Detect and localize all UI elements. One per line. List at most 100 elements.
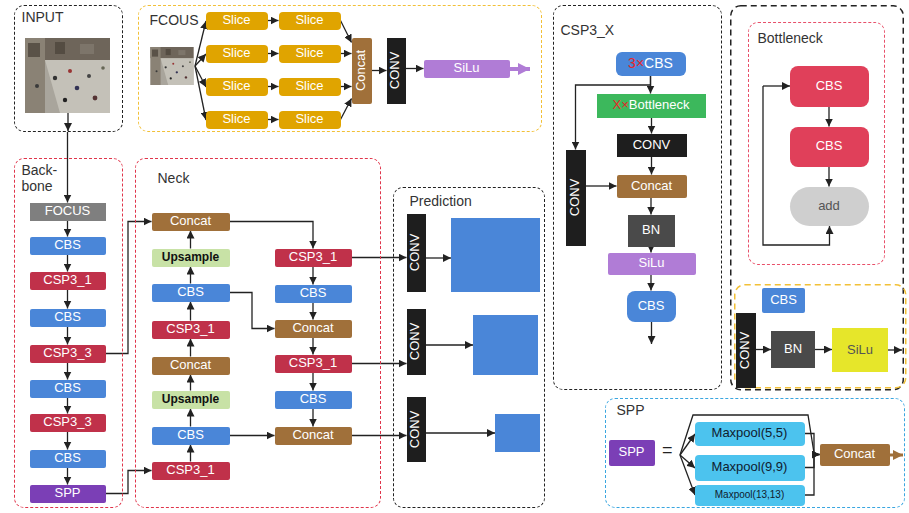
box-label: CBS <box>177 285 204 300</box>
box-label: BN <box>784 342 802 357</box>
box-label: SPP <box>618 445 644 460</box>
arrow-connector <box>230 293 275 329</box>
bottleneck-box: X×Bottleneck <box>597 94 706 118</box>
add-box: add <box>790 187 869 226</box>
arrow-connector <box>352 363 407 364</box>
box-label: CSP3_1 <box>166 322 214 337</box>
cbs-box: 3×CBS <box>616 52 686 76</box>
concat-box: Concat <box>352 38 372 104</box>
slice-box: Slice <box>279 12 341 30</box>
box-label: CONV <box>389 52 404 90</box>
box-label: Concat <box>292 321 333 336</box>
arrow-connector <box>67 468 68 485</box>
box-label: CBS <box>177 428 204 443</box>
arrow-connector <box>268 86 279 87</box>
box-label: Slice <box>222 79 250 94</box>
concat-box: Concat <box>152 213 230 231</box>
equals-sign: = <box>662 441 673 461</box>
box-label: Concat <box>354 50 369 91</box>
box-label: CBS <box>300 286 327 301</box>
maxpool-box: Maxpool(9,9) <box>695 455 805 481</box>
spp-box: SPP <box>609 440 655 466</box>
box-label: add <box>818 199 840 214</box>
panel-title: INPUT <box>22 9 64 25</box>
arrow-connector <box>230 222 314 249</box>
box-label: SiLu <box>453 61 479 76</box>
arrow-connector <box>190 302 191 321</box>
csp-panel: CSP3_X3×CBSX×BottleneckCONVConcatBNSiLuC… <box>553 5 722 390</box>
arrow-connector <box>312 338 313 355</box>
concat-box: Concat <box>820 444 890 466</box>
maxpool-box: Maxpool(5,5) <box>695 422 805 446</box>
arrow-connector <box>268 20 279 21</box>
cbs-box: CBS <box>30 380 106 398</box>
input-panel: INPUT <box>14 5 123 132</box>
upsample-box: Upsample <box>152 391 230 409</box>
panel-title: Back- bone <box>22 162 72 194</box>
csp-box: CSP3_3 <box>30 414 106 432</box>
box-label: CBS <box>770 293 797 308</box>
arrow-connector <box>190 375 191 391</box>
arrow-connector <box>312 409 313 427</box>
conv-box: CONV <box>407 214 426 292</box>
arrow-connector <box>651 157 652 175</box>
box-label: 3× <box>628 55 644 71</box>
conv-box: CONV <box>736 313 756 388</box>
box-label: Maxpool(13,13) <box>715 489 784 501</box>
arrow-connector <box>67 327 68 345</box>
arrow-connector <box>341 99 352 120</box>
panel-title: CSP3_X <box>561 22 615 38</box>
arrow-connector <box>828 167 829 187</box>
bottleneck-panel: BottleneckCBSCBSadd <box>748 22 885 265</box>
concat-box: Concat <box>617 175 687 198</box>
arrow-connector <box>651 118 652 134</box>
arrow-connector <box>312 373 313 391</box>
upsample-box: Upsample <box>152 249 230 267</box>
backbone-panel: Back- boneFOCUSCBSCSP3_1CBSCSP3_3CBSCSP3… <box>14 158 123 508</box>
arrow-connector <box>190 267 191 284</box>
panel-title: Bottleneck <box>758 30 823 46</box>
arrow-connector <box>106 471 152 494</box>
box-label: CONV <box>409 410 424 448</box>
arrow-connector <box>190 231 191 249</box>
arrow-connector <box>106 222 152 354</box>
arrow-connector <box>805 455 820 468</box>
arrow-connector <box>815 349 832 350</box>
arrow-connector <box>372 70 387 71</box>
arrow-connector <box>230 435 275 436</box>
arrow-connector <box>67 432 68 450</box>
arrow-connector <box>67 132 68 203</box>
arrow-connector <box>805 434 820 455</box>
arrow-connector <box>190 339 191 357</box>
maxpool-box: Maxpool(13,13) <box>695 485 805 506</box>
arrow-connector <box>586 185 617 186</box>
arrow-connector <box>67 221 68 237</box>
box-label: CONV <box>409 234 424 272</box>
arrow-connector <box>756 349 771 350</box>
box-label: CONV <box>568 179 583 217</box>
cbs-box: CBS <box>152 427 230 445</box>
panel-title: FCOUS <box>150 12 199 28</box>
cbs-box: CBS <box>275 285 352 303</box>
cbs-box: CBS <box>762 288 805 313</box>
neck-panel: NeckConcatUpsampleCBSCSP3_1ConcatUpsampl… <box>135 158 381 508</box>
cbs-box: CBS <box>30 237 106 255</box>
box-label: CSP3_1 <box>289 250 337 265</box>
arrow-connector <box>190 409 191 427</box>
box-label: CSP3_1 <box>43 273 91 288</box>
arrow-connector <box>406 68 424 69</box>
csp-box: CSP3_1 <box>275 355 352 373</box>
silu-box: SiLu <box>832 328 888 372</box>
box-label: Slice <box>295 79 323 94</box>
focus-box: FOCUS <box>30 203 106 221</box>
panel-title: SPP <box>617 402 645 418</box>
slice-box: Slice <box>206 12 268 30</box>
arrow-connector <box>650 247 651 253</box>
box-label: Maxpool(5,5) <box>712 426 788 441</box>
arrow-connector <box>650 275 651 291</box>
arrow-connector <box>341 86 352 87</box>
panel-title: Neck <box>158 170 190 186</box>
box-label: Upsample <box>162 393 219 407</box>
conv-box: CONV <box>407 397 426 462</box>
slice-box: Slice <box>279 45 341 63</box>
